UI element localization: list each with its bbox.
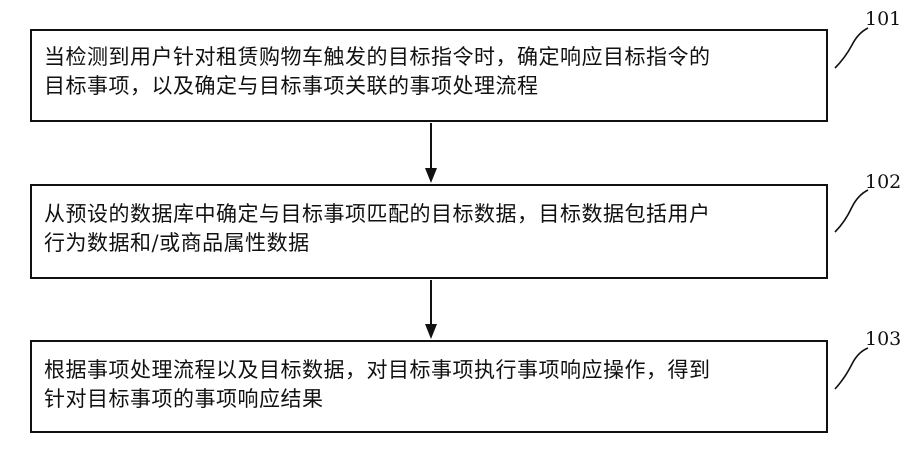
leader-line-103 [835,348,868,389]
leader-line-101 [835,28,868,68]
arrowhead-102-to-103 [425,324,437,339]
arrowhead-101-to-102 [425,168,437,183]
leader-line-102 [835,190,868,232]
